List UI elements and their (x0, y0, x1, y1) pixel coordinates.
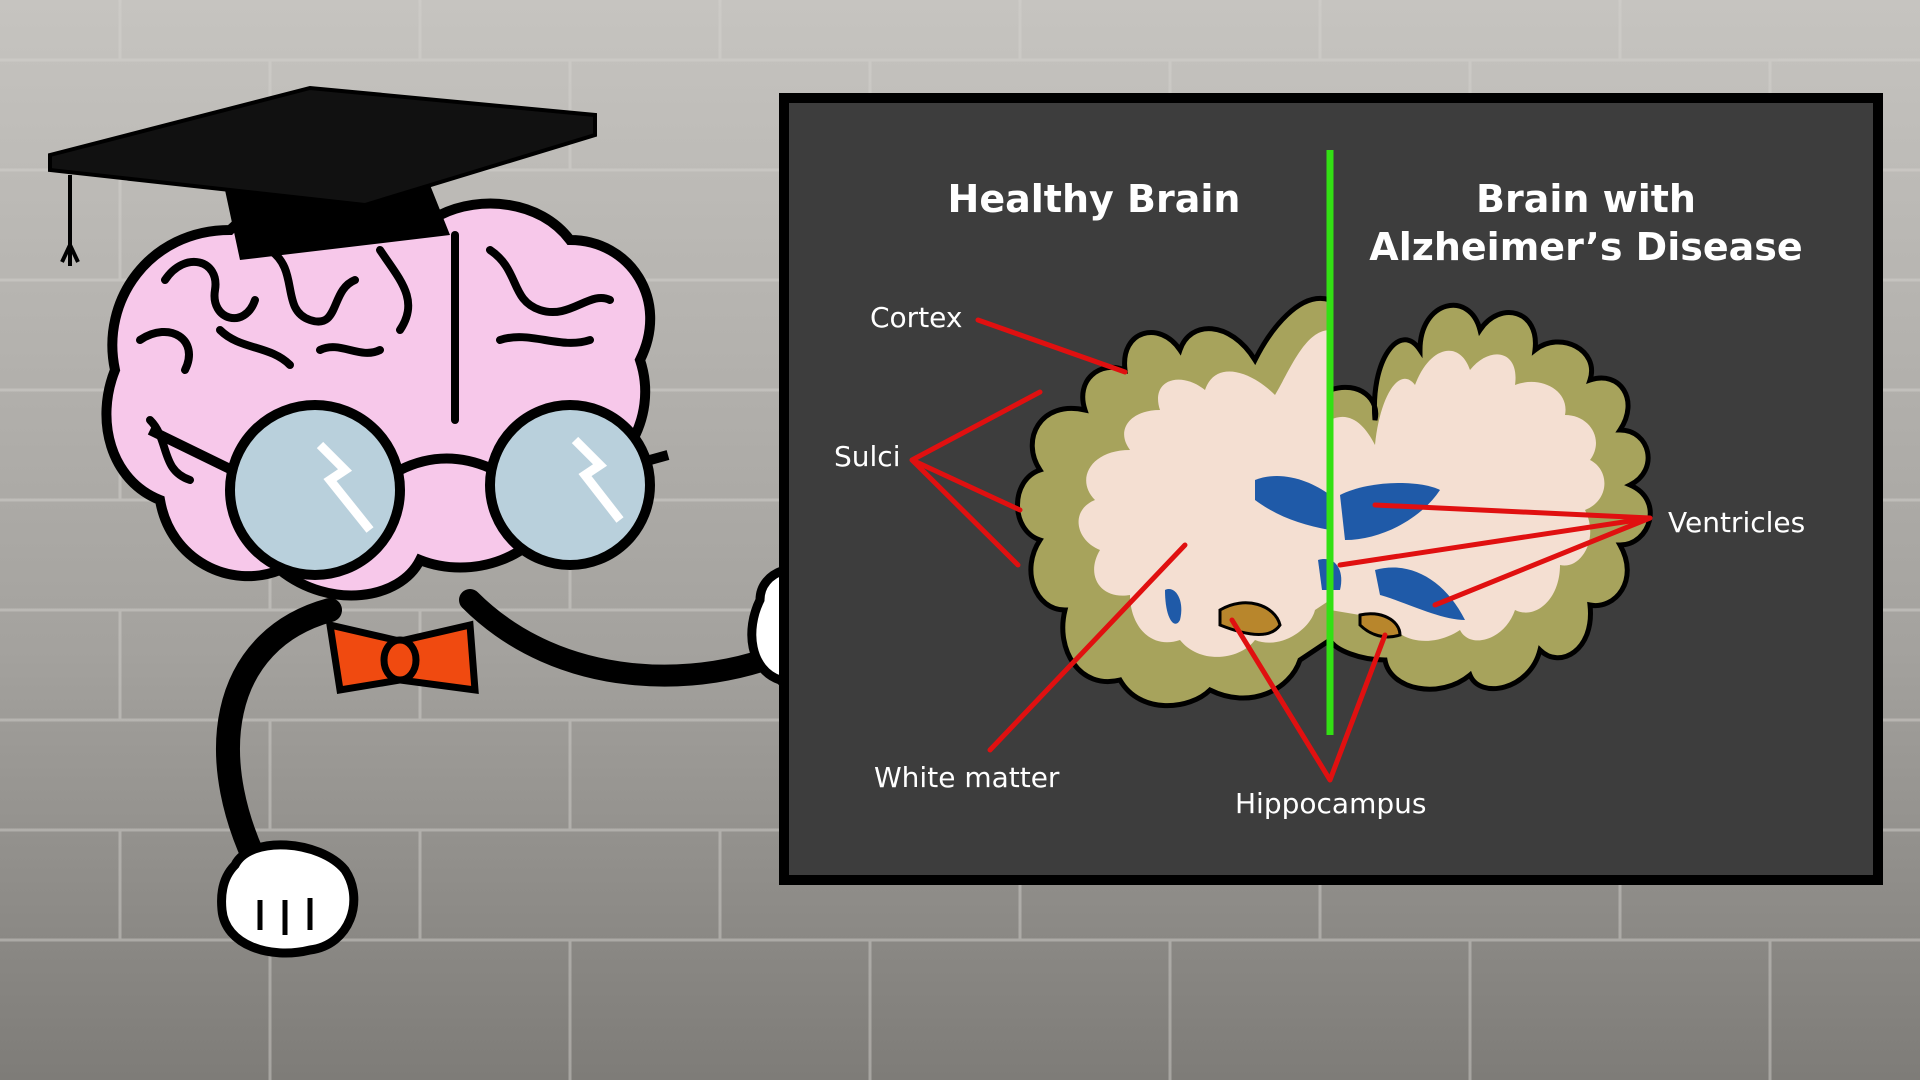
alzheimers-title-line2: Alzheimer’s Disease (1369, 225, 1802, 269)
mascot-body-line (216, 598, 342, 892)
alzheimers-hippocampus (1358, 612, 1402, 639)
sulci-pointer (909, 389, 1043, 568)
glasses-icon (147, 400, 670, 580)
white-matter-pointer (987, 542, 1188, 753)
graduation-cap-icon (48, 85, 597, 266)
label-sulci: Sulci (834, 440, 900, 473)
label-cortex: Cortex (870, 301, 962, 334)
healthy-ventricle-small (1165, 589, 1182, 624)
pointer-lines (909, 317, 1653, 783)
label-hippocampus: Hippocampus (1235, 787, 1426, 820)
alzheimers-title-line1: Brain with (1476, 177, 1696, 221)
hippocampus-pointer (1229, 617, 1388, 783)
healthy-white-matter (1078, 330, 1330, 657)
mascot-arm (459, 589, 801, 687)
resting-hand-icon (217, 840, 359, 958)
bowtie-icon (325, 620, 479, 695)
alzheimers-brain-slice (1318, 302, 1653, 692)
alzheimers-ventricle-lower (1375, 567, 1465, 620)
healthy-ventricle (1255, 475, 1330, 530)
brain-professor-mascot (48, 85, 911, 958)
alzheimers-ventricle-upper (1340, 483, 1440, 540)
healthy-brain-title: Healthy Brain (948, 177, 1241, 221)
label-ventricles: Ventricles (1668, 506, 1805, 539)
mascot-brain-folds (136, 231, 614, 484)
ventricles-pointer (1337, 502, 1653, 608)
label-white-matter: White matter (874, 761, 1060, 794)
diagram-panel: Healthy Brain Brain with Alzheimer’s Dis… (779, 93, 1883, 885)
cortex-pointer (975, 317, 1128, 375)
healthy-brain-slice (1015, 295, 1333, 709)
